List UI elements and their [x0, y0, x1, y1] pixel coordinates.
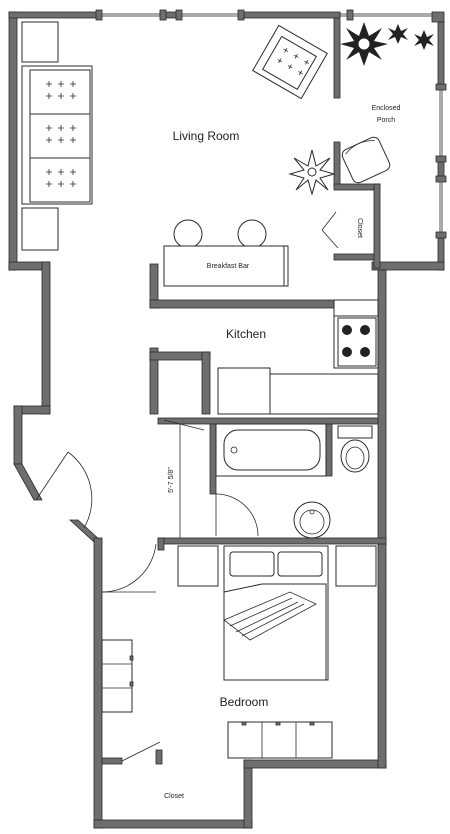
bedroom-door: [101, 543, 157, 593]
plant-porch-small-1: [388, 24, 408, 44]
bathroom-door: [215, 493, 259, 537]
nightstands: [177, 545, 377, 587]
porch-chair: [341, 136, 391, 184]
porch-closet-door: [321, 211, 339, 249]
entry-door: [35, 451, 93, 529]
label-living-room: Living Room: [173, 129, 240, 143]
label-breakfast-bar: Breakfast Bar: [207, 263, 250, 270]
breakfast-bar: [163, 245, 289, 287]
plant-porch-large: [340, 22, 388, 66]
armchair: [252, 24, 328, 100]
window-markers: [95, 9, 447, 239]
hall-closet-door: [163, 419, 205, 431]
label-hall-width: 5'-7 5/8": [168, 467, 175, 493]
label-porch-closet: Closet: [356, 218, 363, 238]
sofa-cushion-pattern: [46, 81, 76, 187]
label-kitchen: Kitchen: [226, 327, 266, 341]
bar-stools: [173, 219, 267, 249]
label-enclosed-porch-2: Porch: [377, 117, 395, 124]
stove: [337, 317, 377, 367]
plant-living-room: [288, 149, 336, 196]
exterior-walls: [8, 11, 445, 829]
dresser-left: [101, 639, 134, 713]
dresser-bottom: [227, 721, 333, 759]
label-bedroom: Bedroom: [220, 695, 269, 709]
bedroom-closet-door: [121, 741, 161, 762]
sofa: [21, 21, 93, 251]
bed: [223, 545, 329, 681]
interior-walls: [101, 17, 387, 765]
bathroom-sink: [293, 501, 331, 539]
label-enclosed-porch-1: Enclosed: [372, 105, 401, 112]
plant-porch-small-2: [414, 30, 434, 50]
label-bedroom-closet: Closet: [164, 793, 184, 800]
bathtub: [215, 423, 327, 477]
toilet: [337, 425, 373, 473]
